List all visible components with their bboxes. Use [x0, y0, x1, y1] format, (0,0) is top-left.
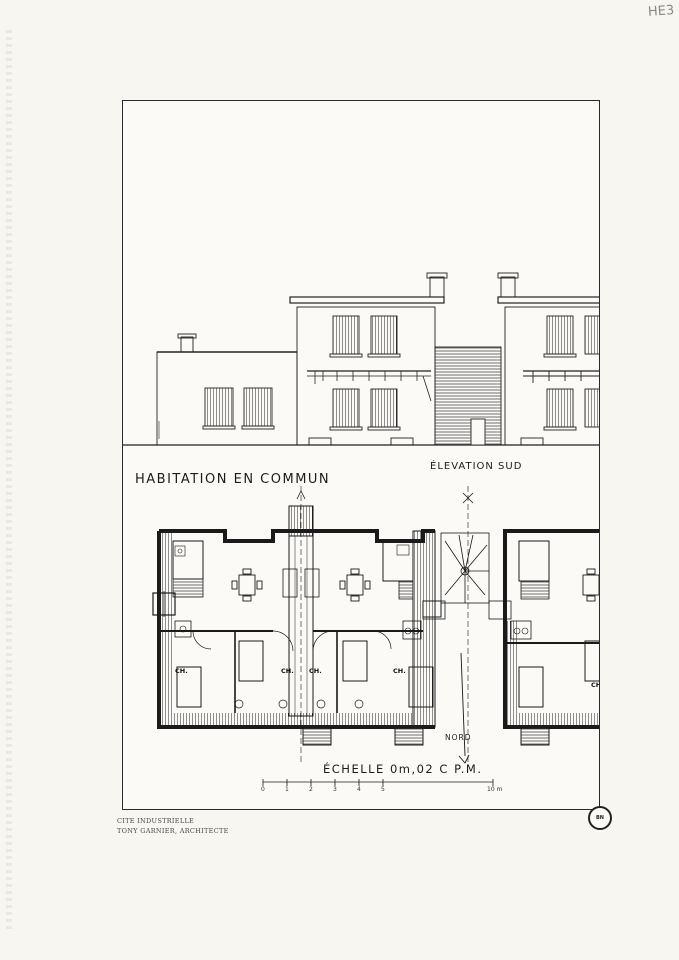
scale-tick-label: 3 — [333, 786, 337, 793]
architectural-drawing — [123, 272, 599, 786]
ground-windows-left — [202, 387, 275, 430]
south-elevation — [123, 272, 599, 446]
scale-tick-label: 4 — [357, 786, 361, 793]
scale-tick-label: 1 — [285, 786, 289, 793]
elevation-label: ÉLEVATION SUD — [430, 461, 523, 472]
binding-margin — [6, 30, 12, 930]
scale-tick-label: 5 — [381, 786, 385, 793]
scale-bar — [262, 779, 494, 786]
scale-tick-label: 2 — [309, 786, 313, 793]
north-label: NORD — [445, 733, 472, 742]
room-label: CH. — [175, 667, 188, 675]
dining-table-1 — [231, 568, 263, 602]
room-label: CH. — [393, 667, 406, 675]
caption-line-1: CITE INDUSTRIELLE — [117, 817, 195, 825]
scale-title: ÉCHELLE 0m,02 C P.M. — [323, 762, 483, 776]
room-label: CH. — [309, 667, 322, 675]
spiral-stair — [422, 532, 512, 620]
room-label: CH. — [591, 681, 599, 689]
caption-line-2: TONY GARNIER, ARCHITECTE — [117, 827, 229, 835]
plate-title: HABITATION EN COMMUN — [135, 472, 331, 487]
floor-plan — [152, 486, 599, 764]
scale-tick-label: 10 m — [487, 786, 503, 793]
north-arrow — [458, 652, 470, 764]
corner-mark: HE3 — [647, 3, 675, 20]
room-label: CH. — [281, 667, 294, 675]
drawing-sheet: HABITATION EN COMMUN ÉLEVATION SUD NORD … — [122, 100, 600, 810]
library-stamp: BN — [588, 806, 612, 830]
scale-tick-label: 0 — [261, 786, 265, 793]
dining-table-2 — [339, 568, 371, 602]
stamp-text: BN — [596, 815, 604, 821]
pergola — [307, 370, 432, 402]
plate-caption: CITE INDUSTRIELLE TONY GARNIER, ARCHITEC… — [117, 816, 229, 836]
